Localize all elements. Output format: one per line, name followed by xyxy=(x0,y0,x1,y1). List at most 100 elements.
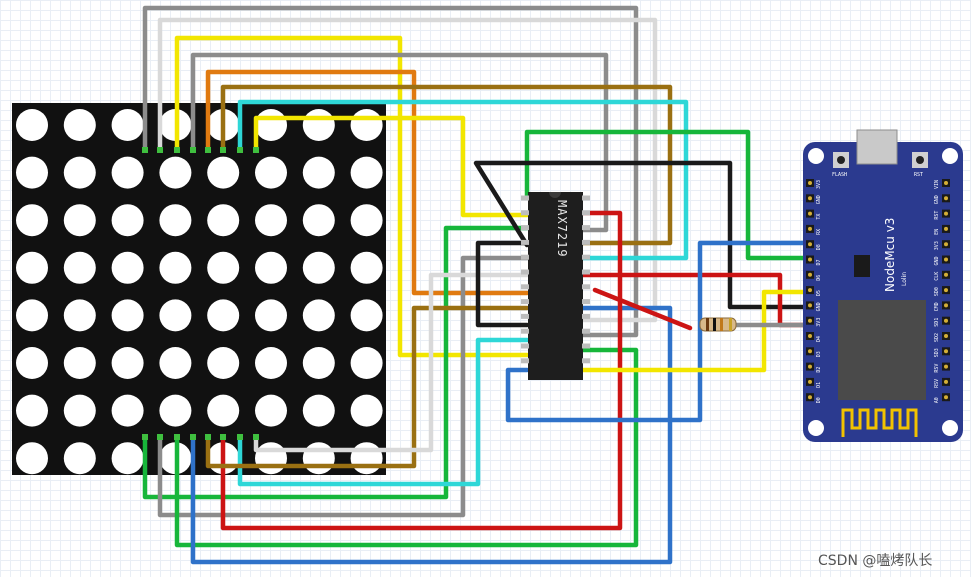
wire-green-bottom xyxy=(142,225,530,500)
chip-pin-left xyxy=(521,328,529,334)
board-pin-label-right: SD2 xyxy=(934,333,940,342)
led-dot xyxy=(350,347,383,379)
board-pin-label-right: SD3 xyxy=(934,348,940,357)
led-dot xyxy=(255,347,287,379)
led-dot xyxy=(302,299,335,332)
board-pin-left-pad xyxy=(808,364,812,369)
board-pin-left-pad xyxy=(808,272,812,277)
board-pin-left-pad xyxy=(808,211,812,216)
led-dot xyxy=(207,347,240,379)
board-pin-left-pad xyxy=(808,395,812,400)
led-dot xyxy=(302,442,335,475)
esp-module xyxy=(838,300,926,400)
matrix-pin-top xyxy=(220,147,226,153)
chip-pin-left xyxy=(521,210,529,216)
led-dot xyxy=(350,156,383,189)
led-dot xyxy=(350,394,383,427)
chip-body xyxy=(528,192,583,380)
led-dot xyxy=(159,299,192,332)
board-pin-right-pad xyxy=(944,288,948,293)
chip-pin-right xyxy=(582,225,590,231)
board-title: NodeMcu v3 xyxy=(883,218,897,292)
board-pin-label-right: GND xyxy=(934,195,940,204)
board-pin-left-pad xyxy=(808,242,812,247)
led-dot xyxy=(111,109,144,141)
board-pin-label-left: TX xyxy=(816,214,822,220)
resistor xyxy=(699,317,737,332)
chip-pin-right xyxy=(582,239,590,245)
nodemcu-board: FLASH RST 3V3GNDTXRXD8D7D6D5GND3V3D4D3D2… xyxy=(803,129,963,442)
board-pin-left-pad xyxy=(808,318,812,323)
wire-cyan-bottom xyxy=(237,337,530,487)
wire-gray-top-2 xyxy=(190,52,609,233)
board-pin-label-right: 3V3 xyxy=(934,241,940,250)
board-pin-label-left: GND xyxy=(816,302,822,311)
matrix-pin-top xyxy=(142,147,148,153)
board-pin-right-pad xyxy=(944,272,948,277)
matrix-header-pins xyxy=(142,147,259,440)
board-pin-right-pad xyxy=(944,181,948,185)
led-dot xyxy=(63,394,96,427)
wire-green-din xyxy=(524,129,813,261)
led-dot xyxy=(159,251,192,284)
matrix-pin-top xyxy=(237,147,243,153)
board-pin-label-left: D3 xyxy=(816,351,822,357)
board-pin-label-right: RSV xyxy=(934,364,940,373)
led-dot xyxy=(350,251,383,284)
led-dot xyxy=(255,394,287,427)
wires xyxy=(142,5,813,565)
board-pin-left-pad xyxy=(808,196,812,201)
board-pin-right-pad xyxy=(944,395,948,400)
wire-yellow-top xyxy=(174,35,530,358)
wire-light-top xyxy=(157,17,658,323)
led-matrix xyxy=(12,103,386,475)
board-pin-label-left: D4 xyxy=(816,336,822,342)
chip-pin-right xyxy=(582,358,590,364)
max7219-chip: MAX7219 xyxy=(521,192,590,380)
usb-port xyxy=(856,129,898,165)
board-pin-label-left: D5 xyxy=(816,290,822,296)
board-pin-label-right: SD1 xyxy=(934,318,940,327)
board-pin-label-left: 3V3 xyxy=(816,318,822,327)
led-dot xyxy=(159,347,192,379)
led-dot xyxy=(302,347,335,379)
chip-label: MAX7219 xyxy=(555,200,569,258)
board-pin-left-pad xyxy=(808,334,812,338)
led-dot xyxy=(159,156,192,189)
wire-yellow-cs xyxy=(580,289,813,373)
led-dot xyxy=(302,251,335,284)
chip-pin-right xyxy=(582,328,590,334)
led-dot xyxy=(111,204,144,237)
board-pin-label-right: CLK xyxy=(934,272,940,281)
matrix-pin-bottom xyxy=(237,434,243,440)
led-dot xyxy=(111,394,144,427)
board-pin-right-pad xyxy=(944,211,948,216)
chip-notch xyxy=(549,192,561,198)
board-pin-label-right: CMD xyxy=(934,302,940,311)
led-dot xyxy=(16,251,48,284)
led-dot xyxy=(302,156,335,189)
wire-orange-top xyxy=(205,69,530,296)
board-pins xyxy=(806,179,950,402)
led-dot xyxy=(63,442,96,475)
usb-serial-chip xyxy=(854,255,870,277)
led-dot xyxy=(16,109,48,141)
board-pin-left-pad xyxy=(808,257,812,262)
led-dot xyxy=(111,156,144,189)
led-dot xyxy=(302,394,335,427)
wire-brown-bottom xyxy=(205,305,530,469)
board-subtitle: Lolin xyxy=(901,272,908,286)
chip-pin-left xyxy=(521,343,529,349)
board-pin-label-left: D1 xyxy=(816,382,822,388)
board-pin-right-pad xyxy=(944,242,948,247)
board-pin-label-right: A0 xyxy=(934,397,940,403)
wire-yellow-top-2 xyxy=(253,115,530,218)
led-dot xyxy=(255,156,287,189)
led-dot xyxy=(255,299,287,332)
board-pin-right-pad xyxy=(944,318,948,323)
matrix-pin-bottom xyxy=(253,434,259,440)
matrix-pin-bottom xyxy=(157,434,163,440)
led-dot xyxy=(255,442,287,475)
chip-pin-right xyxy=(582,299,590,305)
